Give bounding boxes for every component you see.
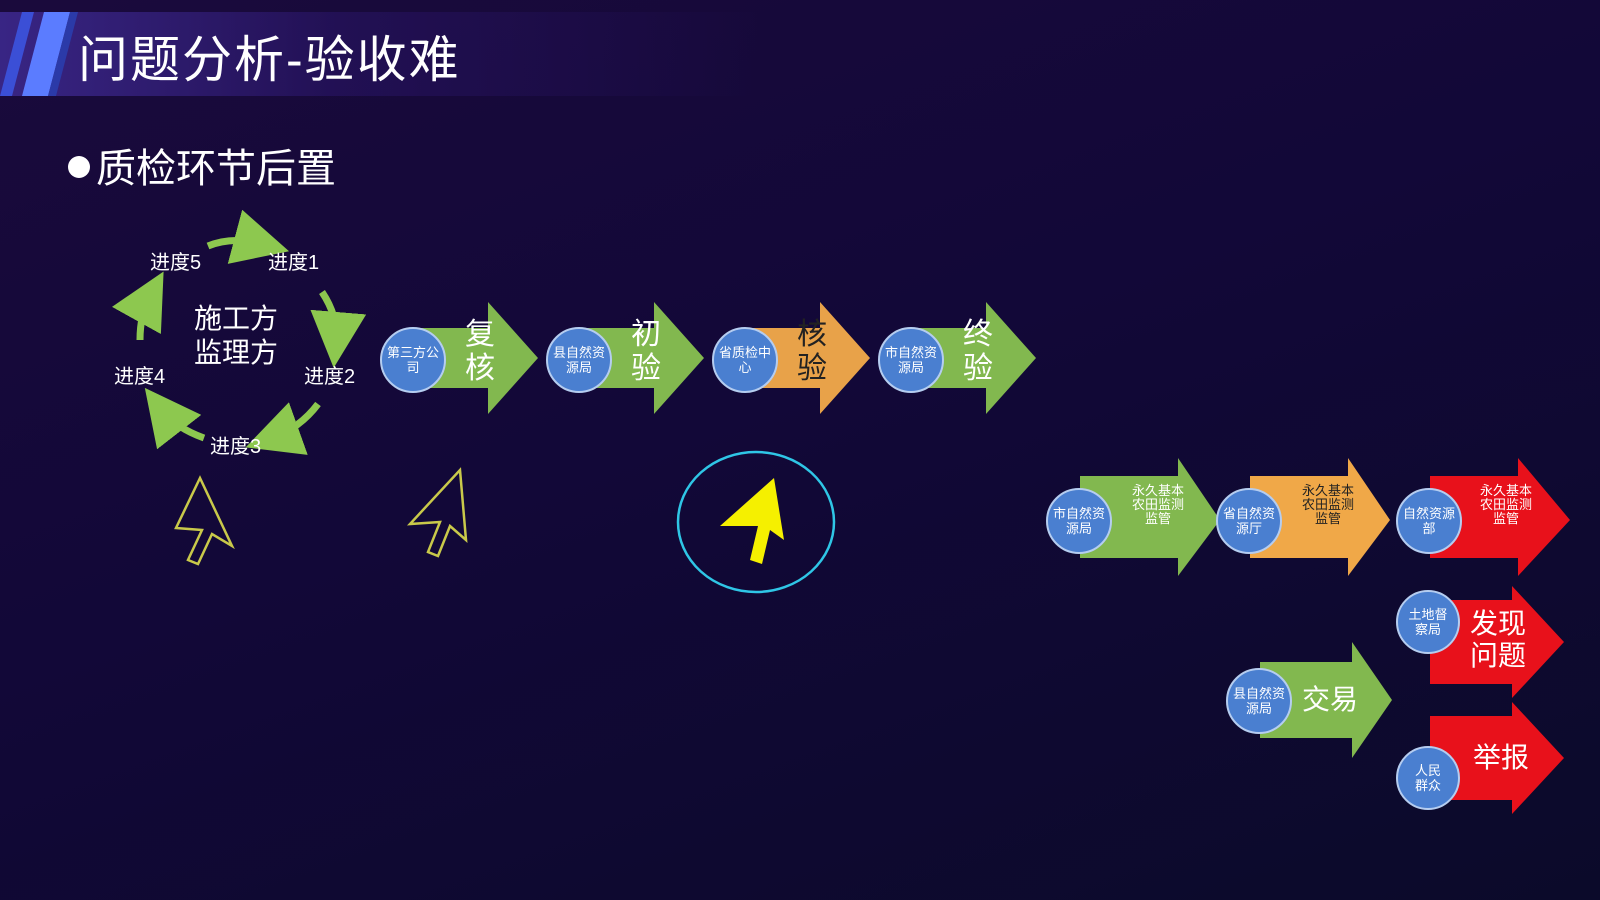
step-arrow xyxy=(410,302,538,414)
supervision-arrow xyxy=(1080,458,1220,576)
cycle-label-2: 进度2 xyxy=(304,366,356,388)
issue-action-label: 举报 xyxy=(1472,742,1529,773)
title-stripes-decoration xyxy=(0,12,78,96)
step-verify: 省质检中心 核验 xyxy=(712,302,872,422)
supervision-org-circle: 市自然资源局 xyxy=(1046,488,1112,554)
trade-org-circle: 县自然资源局 xyxy=(1226,668,1292,734)
highlight-ellipse xyxy=(676,450,836,594)
supervision-action-label: 永久基本农田监测监管 xyxy=(1479,483,1532,526)
step-action-label: 复核 xyxy=(465,318,495,385)
cycle-label-3: 进度3 xyxy=(210,436,262,458)
cycle-center-line2: 监理方 xyxy=(193,337,278,368)
supervision-arrow xyxy=(1250,458,1390,576)
step-initial-check: 县自然资源局 初验 xyxy=(546,302,706,422)
cursor-outline-icon xyxy=(174,475,235,566)
issue-action-label: 发现问题 xyxy=(1469,608,1526,671)
step-final-check: 市自然资源局 终验 xyxy=(878,302,1038,422)
cycle-label-1: 进度1 xyxy=(268,252,320,274)
supervision-province: 省自然资源厅 永久基本农田监测监管 xyxy=(1216,458,1391,578)
issue-org-circle: 土地督察局 xyxy=(1396,590,1460,654)
cycle-center-label: 施工方 监理方 xyxy=(186,302,286,370)
step-arrow xyxy=(742,302,870,414)
supervision-arrow xyxy=(1430,458,1570,576)
cursor-highlight-icon xyxy=(720,478,784,564)
bullet-text: 质检环节后置 xyxy=(96,147,336,191)
step-org-circle: 县自然资源局 xyxy=(546,327,612,393)
issue-report: 人民群众 举报 xyxy=(1396,702,1571,822)
supervision-org-circle: 自然资源部 xyxy=(1396,488,1462,554)
cycle-center-line1: 施工方 xyxy=(193,303,278,334)
step-action-label: 核验 xyxy=(797,318,827,385)
title-bar xyxy=(0,12,760,96)
issue-found: 土地督察局 发现问题 xyxy=(1396,586,1571,706)
step-org-circle: 第三方公司 xyxy=(380,327,446,393)
step-review: 第三方公司 复核 xyxy=(380,302,540,422)
cycle-label-5: 进度5 xyxy=(150,252,202,274)
step-arrow xyxy=(576,302,704,414)
step-action-label: 终验 xyxy=(963,318,993,385)
page-title: 问题分析-验收难 xyxy=(78,32,461,88)
trade-step: 县自然资源局 交易 xyxy=(1226,642,1401,762)
bullet-dot-icon xyxy=(68,156,90,178)
issue-arrow xyxy=(1430,702,1564,814)
cycle-label-4: 进度4 xyxy=(114,366,166,388)
trade-arrow xyxy=(1260,642,1392,758)
trade-action-label: 交易 xyxy=(1301,684,1358,715)
step-action-label: 初验 xyxy=(631,318,661,385)
supervision-org-circle: 省自然资源厅 xyxy=(1216,488,1282,554)
step-org-circle: 市自然资源局 xyxy=(878,327,944,393)
cursor-outline-icon xyxy=(406,467,468,558)
supervision-action-label: 永久基本农田监测监管 xyxy=(1301,483,1354,526)
issue-arrow xyxy=(1430,586,1564,698)
step-arrow xyxy=(908,302,1036,414)
supervision-action-label: 永久基本农田监测监管 xyxy=(1131,483,1184,526)
step-org-circle: 省质检中心 xyxy=(712,327,778,393)
supervision-city: 市自然资源局 永久基本农田监测监管 xyxy=(1046,458,1221,578)
supervision-ministry: 自然资源部 永久基本农田监测监管 xyxy=(1396,458,1571,578)
bullet-point: 质检环节后置 xyxy=(68,136,336,194)
issue-org-circle: 人民群众 xyxy=(1396,746,1460,810)
